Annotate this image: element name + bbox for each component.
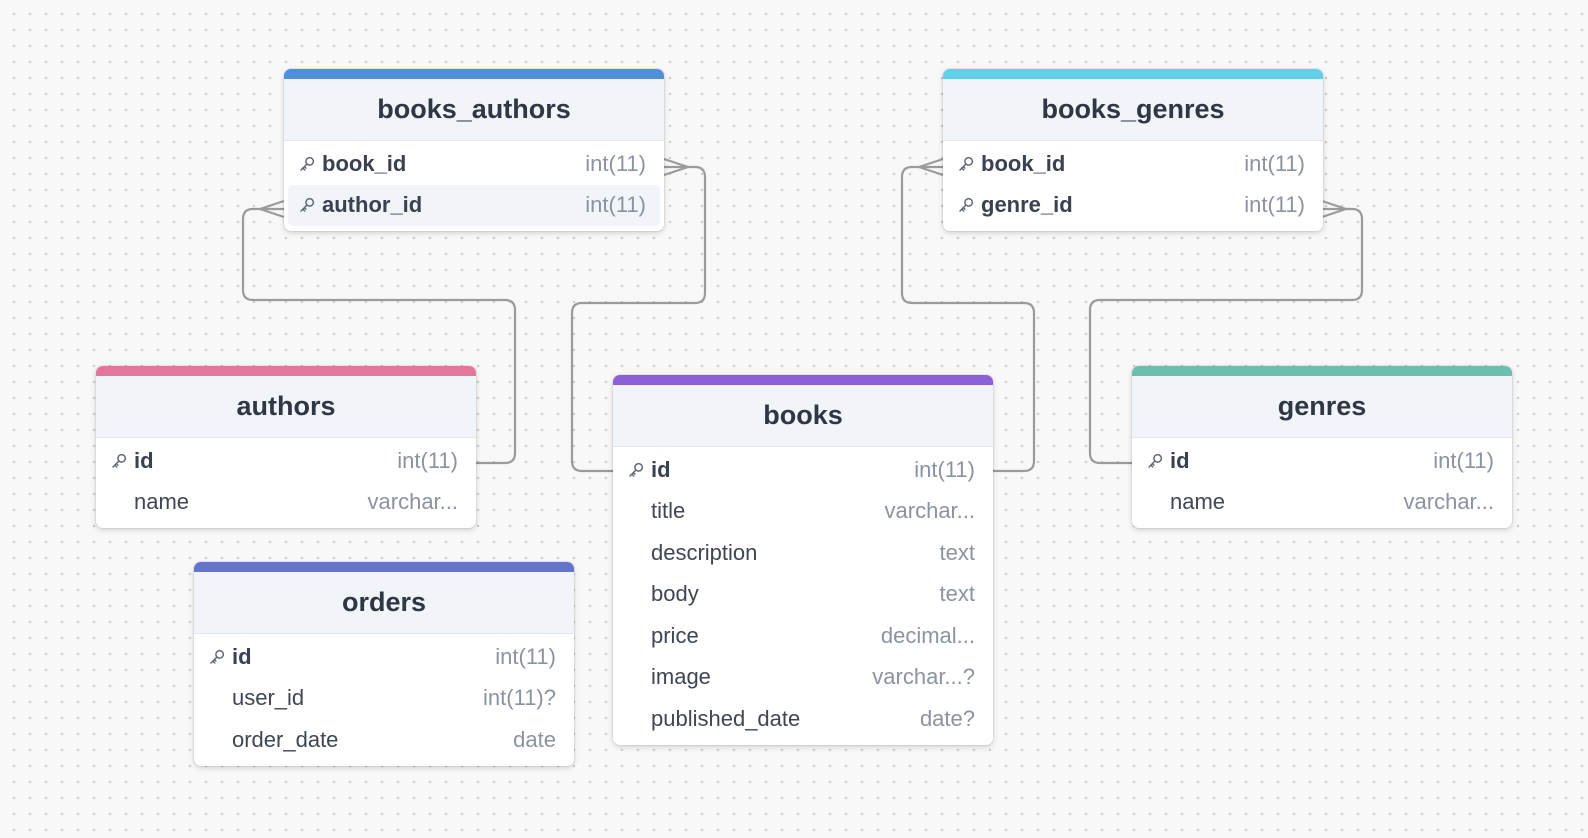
column-row-id[interactable]: id int(11) (100, 440, 472, 482)
table-name: genres (1277, 391, 1367, 421)
column-row-book-id[interactable]: book_id int(11) (288, 143, 660, 185)
column-type: int(11) (495, 643, 556, 669)
column-name: price (651, 622, 699, 648)
column-name: book_id (981, 150, 1066, 176)
column-name: description (651, 539, 758, 565)
table-name: books (763, 400, 843, 430)
column-name: genre_id (981, 192, 1073, 218)
column-type: varchar... (367, 489, 458, 515)
column-type: varchar... (884, 498, 975, 524)
column-row-book-id[interactable]: book_id int(11) (947, 143, 1319, 185)
column-name: name (1170, 489, 1226, 515)
table-name: authors (236, 391, 336, 421)
column-name: body (651, 581, 699, 607)
column-type: int(11) (1433, 447, 1494, 473)
column-name: name (134, 489, 190, 515)
column-name: published_date (651, 705, 801, 731)
column-row-id[interactable]: id int(11) (617, 449, 989, 491)
crow-foot-icon (663, 157, 692, 177)
column-row-title[interactable]: title varchar... (617, 491, 989, 533)
column-name: image (651, 664, 711, 690)
column-row-name[interactable]: name varchar... (1136, 482, 1508, 524)
column-name: id (232, 643, 252, 669)
column-row-price[interactable]: price decimal... (617, 615, 989, 657)
column-row-user-id[interactable]: user_id int(11)? (198, 678, 570, 720)
column-type: int(11) (585, 192, 646, 218)
column-row-order-date[interactable]: order_date date (198, 719, 570, 761)
table-color-bar (1132, 366, 1512, 376)
key-icon (298, 153, 320, 175)
column-type: int(11) (1244, 150, 1305, 176)
column-type: int(11) (397, 447, 458, 473)
column-row-image[interactable]: image varchar...? (617, 657, 989, 699)
column-name: author_id (322, 192, 423, 218)
key-icon (1146, 450, 1168, 472)
column-row-description[interactable]: description text (617, 532, 989, 574)
column-type: int(11) (914, 456, 975, 482)
table-orders[interactable]: orders id int(11) user_id int(11)? order… (194, 562, 574, 766)
column-name: order_date (232, 726, 339, 752)
crow-foot-icon (1321, 199, 1350, 219)
key-icon (957, 153, 979, 175)
column-name: title (651, 498, 686, 524)
column-type: text (939, 581, 975, 607)
key-icon (208, 646, 230, 668)
column-row-name[interactable]: name varchar... (100, 482, 472, 524)
column-type: varchar... (1403, 489, 1494, 515)
column-type: date? (919, 705, 975, 731)
column-type: date (513, 726, 556, 752)
column-row-author-id[interactable]: author_id int(11) (288, 184, 660, 226)
key-icon (298, 194, 320, 216)
column-type: text (939, 539, 975, 565)
column-type: int(11) (585, 150, 646, 176)
column-name: id (134, 447, 154, 473)
column-type: int(11)? (483, 685, 556, 711)
table-header[interactable]: books (613, 385, 993, 447)
column-row-id[interactable]: id int(11) (198, 636, 570, 678)
table-color-bar (284, 69, 664, 79)
table-name: orders (341, 587, 427, 617)
column-name: id (651, 456, 671, 482)
column-name: user_id (232, 685, 305, 711)
column-row-id[interactable]: id int(11) (1136, 440, 1508, 482)
column-name: id (1170, 447, 1190, 473)
table-books-genres[interactable]: books_genres book_id int(11) genre_id in… (943, 69, 1323, 231)
column-row-genre-id[interactable]: genre_id int(11) (947, 185, 1319, 227)
column-row-body[interactable]: body text (617, 574, 989, 616)
table-name: books_authors (377, 94, 571, 124)
table-books[interactable]: books id int(11) title varchar... descri… (613, 375, 993, 745)
column-type: int(11) (1244, 192, 1305, 218)
column-row-published-date[interactable]: published_date date? (617, 698, 989, 740)
table-books-authors[interactable]: books_authors book_id int(11) author_id … (284, 69, 664, 231)
table-genres[interactable]: genres id int(11) name varchar... (1132, 366, 1512, 528)
table-header[interactable]: books_genres (943, 79, 1323, 141)
column-name: book_id (322, 150, 407, 176)
column-type: varchar...? (872, 664, 975, 690)
table-name: books_genres (1041, 94, 1225, 124)
table-header[interactable]: orders (194, 572, 574, 634)
column-type: decimal... (880, 622, 975, 648)
crow-foot-icon (915, 157, 944, 177)
table-color-bar (943, 69, 1323, 79)
table-header[interactable]: books_authors (284, 79, 664, 141)
table-header[interactable]: genres (1132, 376, 1512, 438)
key-icon (627, 459, 649, 481)
table-header[interactable]: authors (96, 376, 476, 438)
table-color-bar (194, 562, 574, 572)
table-color-bar (613, 375, 993, 385)
table-authors[interactable]: authors id int(11) name varchar... (96, 366, 476, 528)
crow-foot-icon (256, 199, 285, 219)
table-color-bar (96, 366, 476, 376)
key-icon (110, 450, 132, 472)
key-icon (957, 194, 979, 216)
